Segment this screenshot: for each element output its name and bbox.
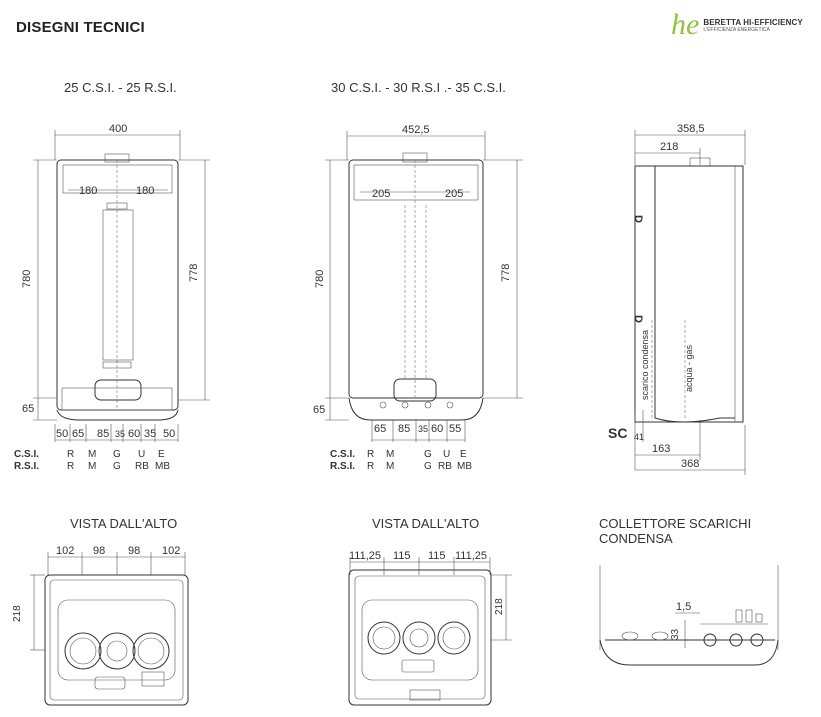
label-scarico: scarico condensa bbox=[640, 330, 650, 400]
spacing-30-2: 35 bbox=[418, 424, 428, 434]
top25-side-dim: 218 bbox=[12, 605, 23, 622]
spacing-25-5: 35 bbox=[144, 428, 156, 440]
dim-depth: 358,5 bbox=[677, 123, 705, 135]
csi-code: R bbox=[67, 449, 74, 460]
spacing-25-0: 50 bbox=[56, 428, 68, 440]
top25-dim-2: 98 bbox=[128, 545, 140, 557]
front-view-30: 452,5 205 205 780 65 778 65 85 35 bbox=[313, 124, 523, 472]
caption-top-view-30: VISTA DALL'ALTO bbox=[372, 516, 480, 531]
dim-offset: 41 bbox=[634, 432, 644, 442]
dim-half-left-30: 205 bbox=[372, 188, 390, 200]
csi-code: U bbox=[138, 449, 145, 460]
rsi-code: MB bbox=[155, 461, 170, 472]
collettore-view: 1,5 33 bbox=[599, 565, 779, 666]
top25-dim-3: 102 bbox=[162, 545, 180, 557]
caption-front-25: 25 C.S.I. - 25 R.S.I. bbox=[64, 80, 177, 95]
rsi-label-25: R.S.I. bbox=[14, 461, 39, 472]
csi-code: R bbox=[367, 449, 374, 460]
top25-dim-0: 102 bbox=[56, 545, 74, 557]
dim-height-25: 780 bbox=[21, 270, 33, 288]
top-view-30: 111,25 115 115 111,25 218 bbox=[348, 550, 512, 706]
csi-code: M bbox=[88, 449, 96, 460]
collettore-dim-a: 1,5 bbox=[676, 601, 691, 613]
csi-code: E bbox=[158, 449, 165, 460]
dim-height-30: 780 bbox=[314, 270, 326, 288]
dim-inner-height-25: 778 bbox=[188, 264, 200, 282]
sc-label: SC bbox=[608, 425, 627, 441]
dim-width-30: 452,5 bbox=[402, 124, 430, 136]
logo-brand: BERETTA HI-EFFICIENCY bbox=[703, 17, 803, 27]
rsi-label-30: R.S.I. bbox=[330, 461, 355, 472]
csi-code: G bbox=[424, 449, 432, 460]
top30-side-dim: 218 bbox=[494, 598, 505, 615]
csi-label-25: C.S.I. bbox=[14, 449, 39, 460]
rsi-code: R bbox=[67, 461, 74, 472]
logo-mark: he bbox=[671, 8, 700, 41]
dim-inner-height-30: 778 bbox=[500, 264, 512, 282]
rsi-code: M bbox=[88, 461, 96, 472]
rsi-code: MB bbox=[457, 461, 472, 472]
dim-side-bottom-a: 163 bbox=[652, 443, 670, 455]
brand-logo: he BERETTA HI-EFFICIENCY L'EFFICIENZA EN… bbox=[671, 8, 803, 41]
dim-half-left-25: 180 bbox=[79, 185, 97, 197]
top30-dim-3: 111,25 bbox=[455, 550, 487, 562]
rsi-code: RB bbox=[438, 461, 452, 472]
top30-dim-0: 111,25 bbox=[349, 550, 381, 562]
spacing-25-4: 60 bbox=[128, 428, 140, 440]
spacing-30-0: 65 bbox=[374, 423, 386, 435]
side-view: 358,5 218 D D scarico condensa acqua - g… bbox=[608, 123, 746, 475]
dim-bottom-25: 65 bbox=[22, 403, 34, 415]
rsi-code: G bbox=[424, 461, 432, 472]
spacing-25-3: 35 bbox=[115, 429, 125, 439]
csi-label-30: C.S.I. bbox=[330, 449, 355, 460]
top30-dim-2: 115 bbox=[428, 550, 446, 562]
side-marker-2: D bbox=[632, 315, 644, 323]
dim-side-bottom-b: 368 bbox=[681, 458, 699, 470]
rsi-code: RB bbox=[135, 461, 149, 472]
top-view-25: 102 98 98 102 218 bbox=[12, 545, 189, 706]
spacing-30-3: 60 bbox=[431, 423, 443, 435]
csi-code: G bbox=[113, 449, 121, 460]
caption-collettore: COLLETTORE SCARICHI CONDENSA bbox=[599, 516, 752, 546]
page-title: DISEGNI TECNICI bbox=[16, 19, 145, 36]
spacing-25-1: 65 bbox=[72, 428, 84, 440]
spacing-25-6: 50 bbox=[163, 428, 175, 440]
caption-top-view-25: VISTA DALL'ALTO bbox=[70, 516, 178, 531]
rsi-code: G bbox=[113, 461, 121, 472]
dim-width-25: 400 bbox=[109, 123, 127, 135]
dim-half-right-30: 205 bbox=[445, 188, 463, 200]
spacing-25-2: 85 bbox=[97, 428, 109, 440]
csi-code: M bbox=[386, 449, 394, 460]
top25-dim-1: 98 bbox=[93, 545, 105, 557]
rsi-code: M bbox=[386, 461, 394, 472]
front-view-25: 400 180 180 780 65 778 bbox=[14, 123, 210, 472]
logo-tagline: L'EFFICIENZA ENERGETICA bbox=[703, 26, 770, 33]
top30-dim-1: 115 bbox=[393, 550, 411, 562]
dim-side-top: 218 bbox=[660, 141, 678, 153]
csi-code: E bbox=[460, 449, 467, 460]
csi-code: U bbox=[443, 449, 450, 460]
collettore-dim-b: 33 bbox=[670, 628, 681, 640]
spacing-30-4: 55 bbox=[449, 423, 461, 435]
dim-half-right-25: 180 bbox=[136, 185, 154, 197]
caption-front-30: 30 C.S.I. - 30 R.S.I .- 35 C.S.I. bbox=[331, 80, 506, 95]
rsi-code: R bbox=[367, 461, 374, 472]
dim-bottom-30: 65 bbox=[313, 404, 325, 416]
side-marker-1: D bbox=[632, 215, 644, 223]
label-acqua: acqua - gas bbox=[684, 344, 694, 392]
spacing-30-1: 85 bbox=[398, 423, 410, 435]
